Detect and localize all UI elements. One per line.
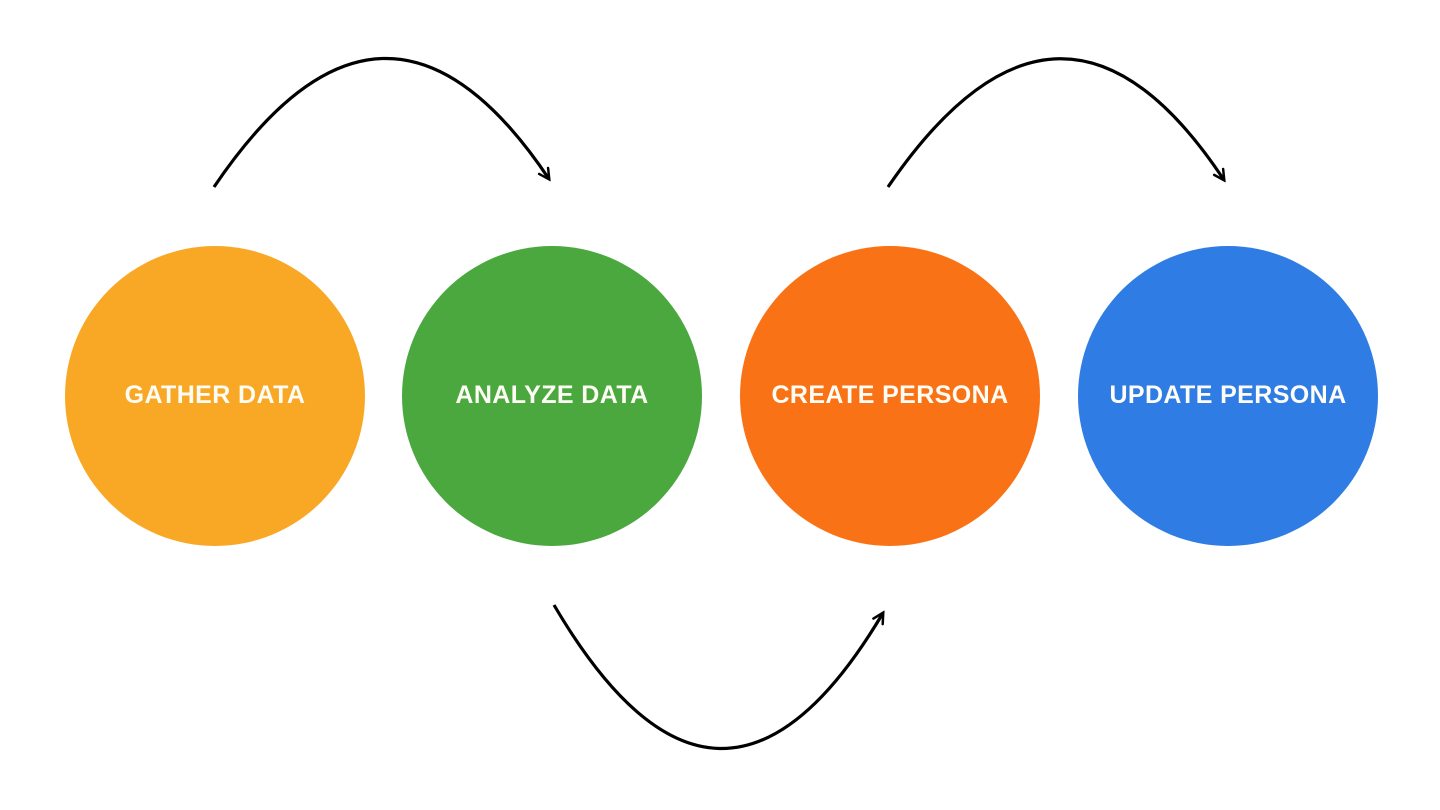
step-circle-create-persona: CREATE PERSONA	[740, 246, 1040, 546]
step-circle-gather-data: GATHER DATA	[65, 246, 365, 546]
step-circle-update-persona: UPDATE PERSONA	[1078, 246, 1378, 546]
step-circle-analyze-data: ANALYZE DATA	[402, 246, 702, 546]
arrow-gather-to-analyze	[212, 56, 549, 188]
arrow-analyze-to-create	[552, 604, 883, 751]
step-label-gather-data: GATHER DATA	[124, 381, 306, 410]
step-label-analyze-data: ANALYZE DATA	[455, 381, 649, 410]
arrow-create-to-update	[886, 57, 1224, 188]
step-label-create-persona: CREATE PERSONA	[771, 381, 1009, 410]
step-label-update-persona: UPDATE PERSONA	[1109, 381, 1347, 410]
